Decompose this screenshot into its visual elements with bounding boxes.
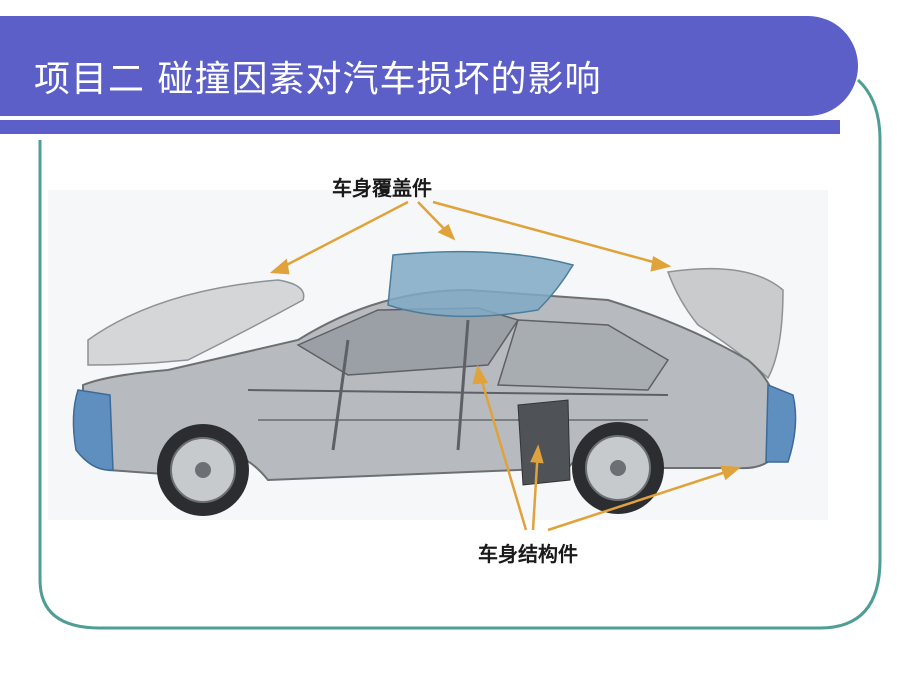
title-underline-bar <box>0 120 840 134</box>
door-structure <box>517 399 571 486</box>
roof-panel <box>387 250 575 318</box>
rear-wheel <box>572 422 664 514</box>
trunk-lid-panel <box>666 267 784 380</box>
cover-part-arrows <box>269 200 672 275</box>
slide-title: 项目二 碰撞因素对汽车损坏的影响 <box>34 59 602 100</box>
front-wheel <box>157 424 249 516</box>
rear-bumper <box>765 383 797 463</box>
car-body-diagram <box>48 190 828 532</box>
title-banner: 项目二 碰撞因素对汽车损坏的影响 <box>0 16 858 116</box>
structure-part-arrows <box>472 364 742 532</box>
front-bumper <box>72 389 114 471</box>
structural-parts-label: 车身结构件 <box>478 542 578 566</box>
hood-panel <box>87 279 305 366</box>
cover-parts-label: 车身覆盖件 <box>332 176 432 200</box>
